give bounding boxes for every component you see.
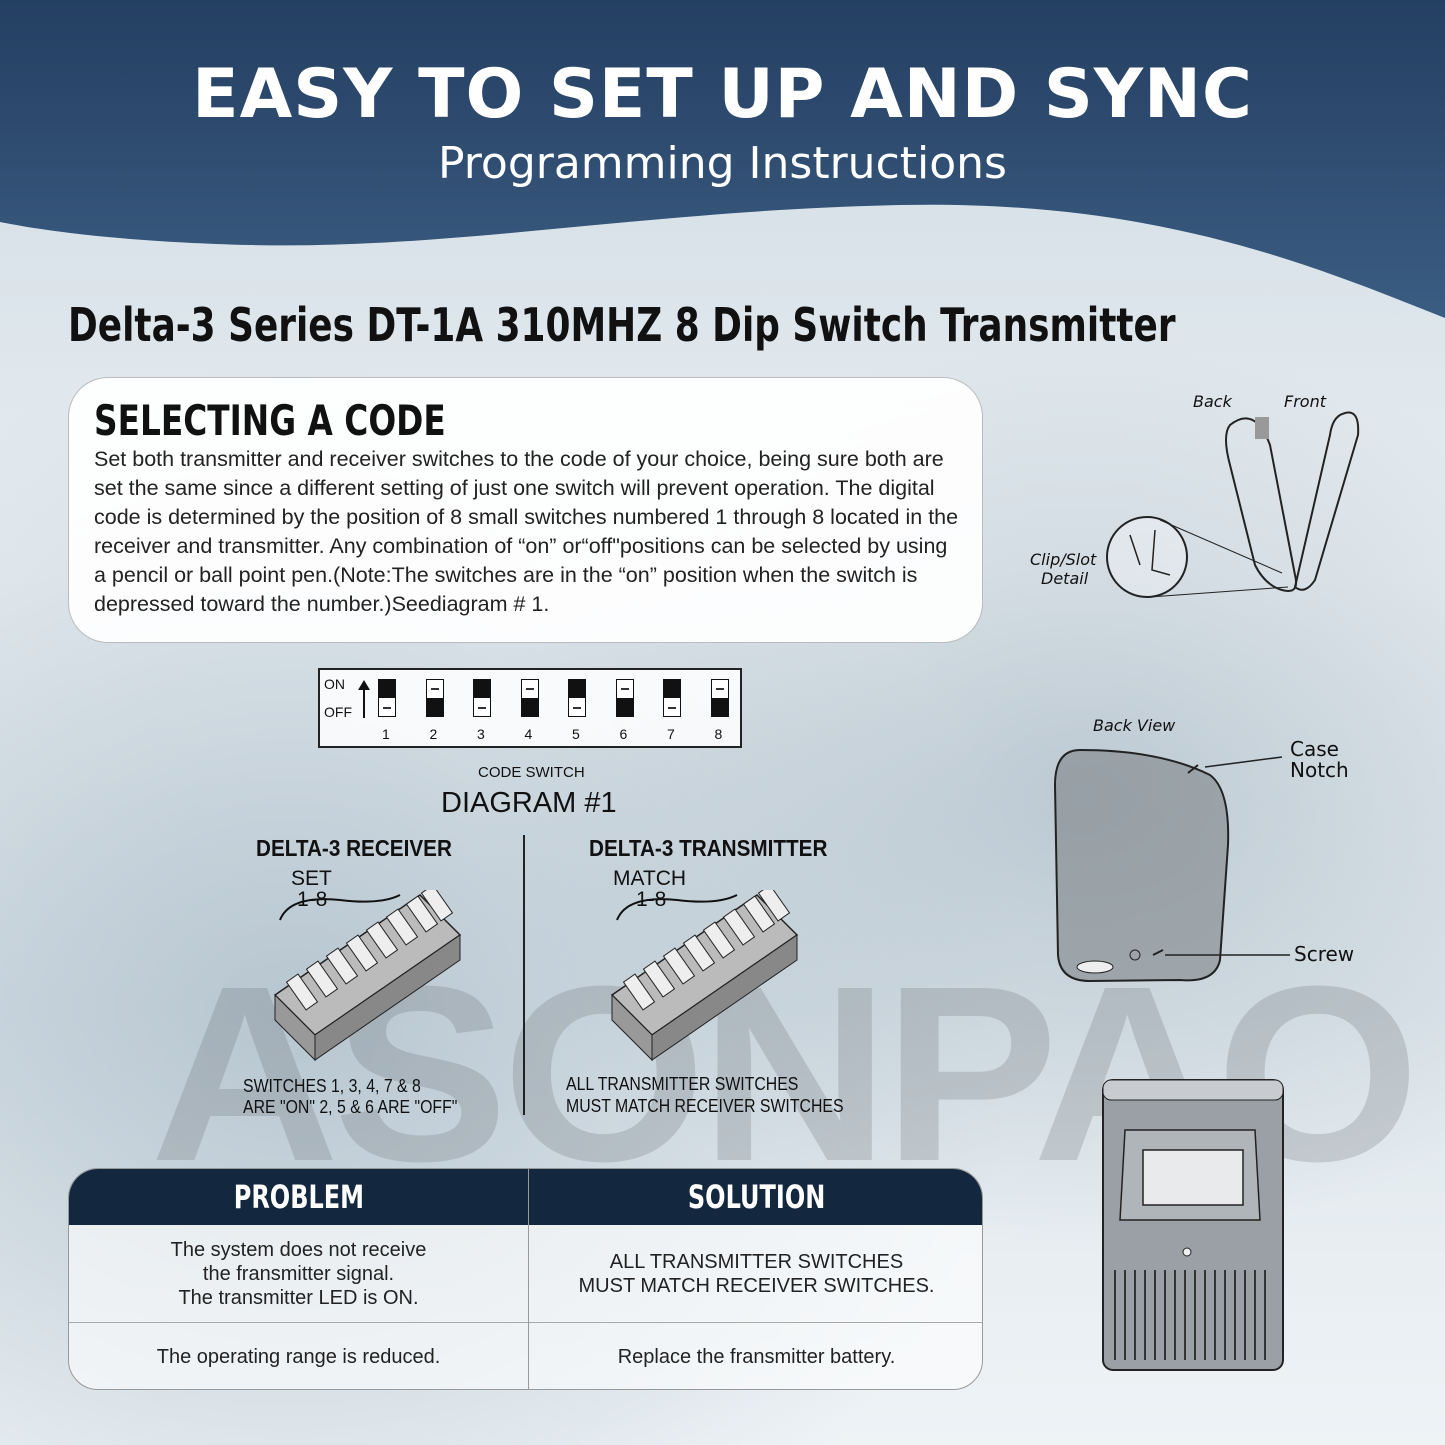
remote-back-view-illustration [1053, 748, 1290, 983]
case-notch-label-2: Notch [1290, 758, 1349, 782]
dip-switch-7 [663, 679, 681, 717]
switch-mark [620, 688, 629, 690]
switch-toggle [426, 698, 443, 716]
switch-number: 2 [429, 726, 438, 742]
product-title: Delta-3 Series DT-1A 310MHZ 8 Dip Switch… [68, 298, 1176, 352]
dip-switch-3 [473, 679, 491, 717]
receiver-set-label: SET [291, 867, 332, 890]
arrow-up-icon [358, 680, 370, 718]
page-subtitle: Programming Instructions [438, 138, 1007, 189]
troubleshooting-table: PROBLEM SOLUTION The system does not rec… [68, 1168, 983, 1390]
code-switch-diagram: ON OFF 1 2 3 4 5 6 7 8 [318, 668, 742, 748]
diagram-divider [523, 835, 525, 1115]
table-cell: The operating range is reduced. [156, 1346, 441, 1368]
switch-number: 1 [382, 726, 390, 742]
header-wave [0, 0, 1445, 318]
receiver-heading: DELTA-3 RECEIVER [256, 835, 452, 861]
receiver-note-1: SWITCHES 1, 3, 4, 7 & 8 [243, 1076, 421, 1096]
selecting-code-heading: SELECTING A CODE [94, 396, 446, 445]
switch-toggle [474, 680, 490, 698]
table-header-solution: SOLUTION [529, 1169, 982, 1225]
on-label: ON [324, 676, 345, 692]
dip-switch-5 [568, 679, 586, 717]
transmitter-dip-switch-icon [610, 890, 799, 1062]
receiver-unit-illustration [1102, 1079, 1284, 1371]
switch-mark [573, 707, 581, 709]
switch-toggle [711, 698, 728, 716]
table-cell: ALL TRANSMITTER SWITCHES MUST MATCH RECE… [578, 1250, 935, 1297]
header-banner: EASY TO SET UP AND SYNC Programming Inst… [0, 0, 1445, 330]
row-divider [69, 1322, 982, 1323]
switch-number: 5 [572, 726, 580, 742]
dip-switch-1 [378, 679, 396, 717]
back-label: Back [1193, 392, 1232, 411]
case-notch-label-1: Case [1290, 737, 1339, 761]
screw-label: Screw [1294, 942, 1355, 966]
switch-number: 6 [619, 726, 628, 742]
table-header-problem: PROBLEM [69, 1169, 528, 1225]
switch-number: 4 [524, 726, 533, 742]
clip-slot-label-2: Detail [1041, 569, 1089, 588]
transmitter-heading: DELTA-3 TRANSMITTER [589, 835, 828, 861]
switch-mark [668, 707, 676, 709]
switch-mark [430, 688, 439, 690]
receiver-note-2: ARE "ON" 2, 5 & 6 ARE "OFF" [243, 1097, 458, 1117]
table-cell: Replace the fransmitter battery. [617, 1346, 896, 1368]
page-title: EASY TO SET UP AND SYNC [192, 55, 1253, 134]
switch-number: 7 [667, 726, 675, 742]
switch-mark [715, 688, 724, 690]
front-label: Front [1284, 392, 1326, 411]
code-switch-caption: CODE SWITCH [478, 764, 585, 781]
dip-switch-8 [710, 679, 729, 717]
receiver-dip-switch-icon [273, 890, 462, 1062]
switch-number: 8 [714, 726, 723, 742]
switch-number: 3 [477, 726, 485, 742]
transmitter-note-2: MUST MATCH RECEIVER SWITCHES [566, 1096, 844, 1116]
switch-toggle [521, 698, 538, 716]
back-view-label: Back View [1093, 716, 1176, 735]
switch-mark [478, 707, 486, 709]
selecting-code-card: SELECTING A CODE Set both transmitter an… [68, 377, 983, 643]
switch-mark [525, 688, 534, 690]
switch-mark [383, 707, 391, 709]
dip-switch-2 [425, 679, 444, 717]
column-divider [528, 1169, 529, 1389]
off-label: OFF [324, 704, 352, 720]
switch-toggle [664, 680, 680, 698]
transmitter-note-1: ALL TRANSMITTER SWITCHES [566, 1074, 799, 1094]
switch-toggle [616, 698, 633, 716]
table-cell: The system does not receive the fransmit… [170, 1238, 427, 1309]
transmitter-match-label: MATCH [613, 867, 687, 890]
diagram-label: DIAGRAM #1 [441, 787, 617, 819]
switch-toggle [569, 680, 585, 698]
switch-toggle [379, 680, 395, 698]
dip-switch-6 [615, 679, 634, 717]
dip-switch-4 [520, 679, 539, 717]
remote-case-open-illustration [1106, 411, 1360, 598]
clip-slot-label-1: Clip/Slot [1030, 550, 1097, 569]
selecting-code-text: Set both transmitter and receiver switch… [94, 447, 959, 616]
